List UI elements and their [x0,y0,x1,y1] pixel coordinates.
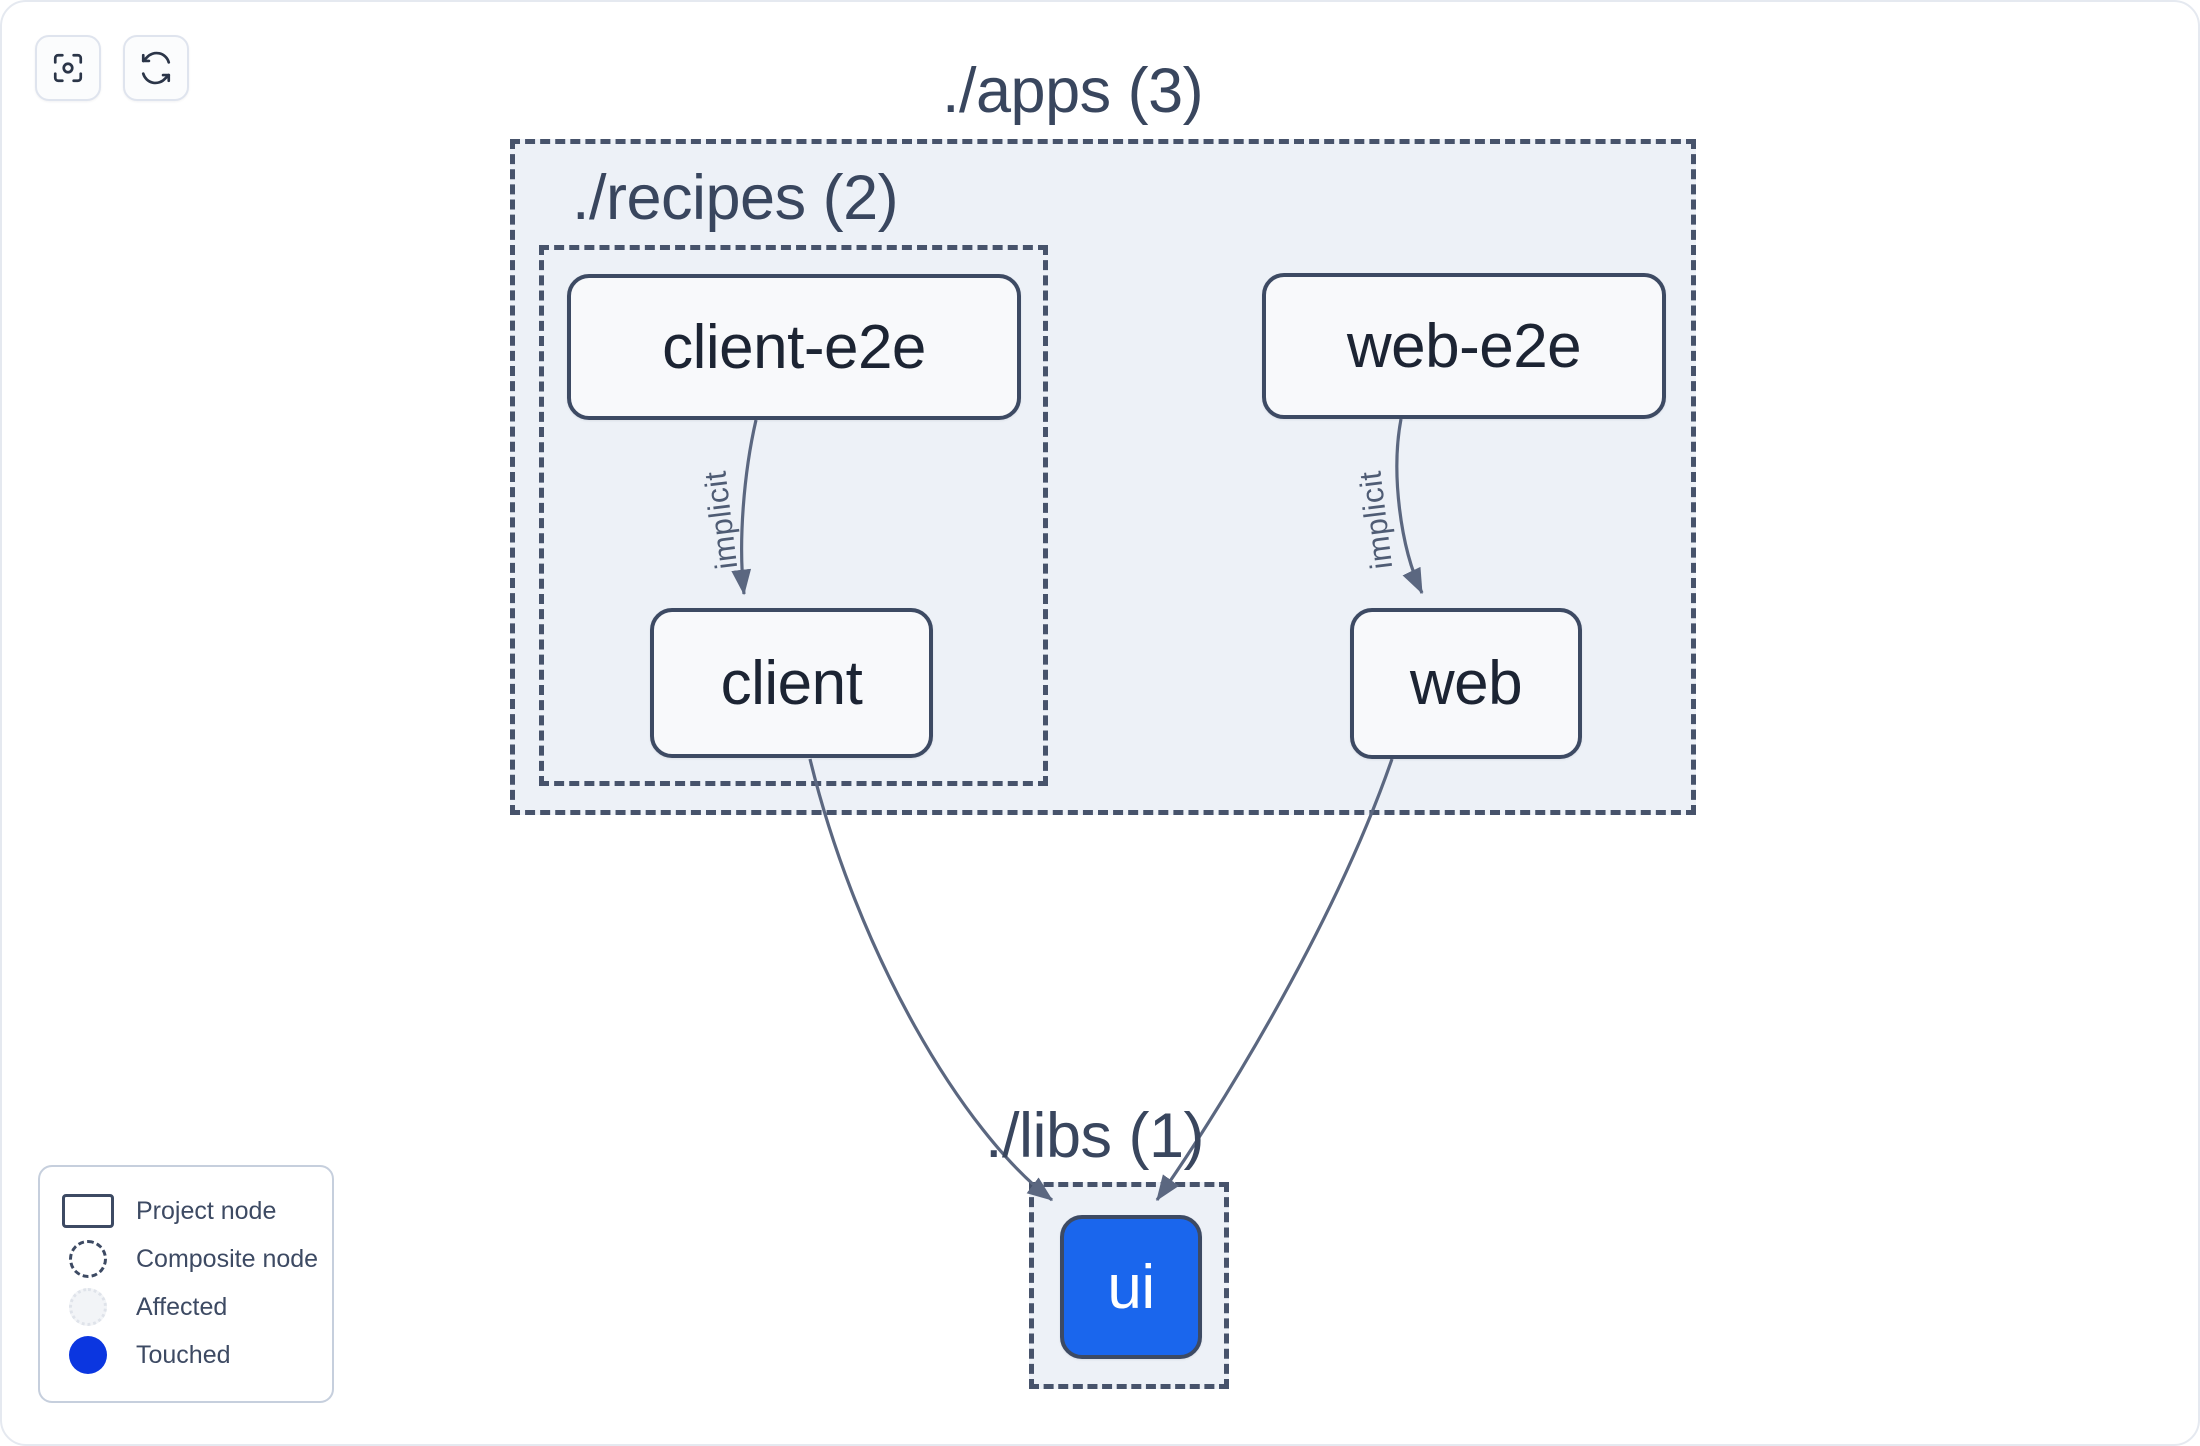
node-ui[interactable]: ui [1060,1215,1202,1359]
group-libs-label: ./libs (1) [985,1101,1205,1171]
node-web-e2e[interactable]: web-e2e [1262,273,1666,419]
node-ui-label: ui [1107,1252,1155,1322]
legend-item-affected: Affected [62,1283,310,1331]
project-node-glyph [62,1191,114,1231]
affected-node-glyph [62,1287,114,1327]
legend-item-composite-node: Composite node [62,1235,318,1283]
group-recipes-label: ./recipes (2) [572,163,899,233]
node-client-e2e[interactable]: client-e2e [567,274,1021,420]
node-client-label: client [720,648,863,718]
node-web[interactable]: web [1350,608,1582,759]
node-web-e2e-label: web-e2e [1346,311,1582,381]
node-client-e2e-label: client-e2e [662,312,926,382]
focus-target-icon [51,51,85,85]
legend-item-project-node: Project node [62,1187,310,1235]
legend-item-touched: Touched [62,1331,310,1379]
node-web-label: web [1409,649,1523,718]
group-apps-label: ./apps (3) [942,56,1204,126]
focus-graph-button[interactable] [35,35,101,101]
node-client[interactable]: client [650,608,933,758]
legend-label-composite-node: Composite node [136,1244,319,1273]
refresh-icon [139,51,173,85]
legend-label-affected: Affected [136,1292,228,1321]
refresh-graph-button[interactable] [123,35,189,101]
graph-toolbar [35,35,189,101]
touched-node-glyph [62,1335,114,1375]
legend-label-project-node: Project node [136,1196,277,1225]
composite-node-glyph [62,1239,114,1279]
graph-legend: Project node Composite node Affected Tou… [38,1165,334,1403]
legend-label-touched: Touched [136,1340,231,1369]
